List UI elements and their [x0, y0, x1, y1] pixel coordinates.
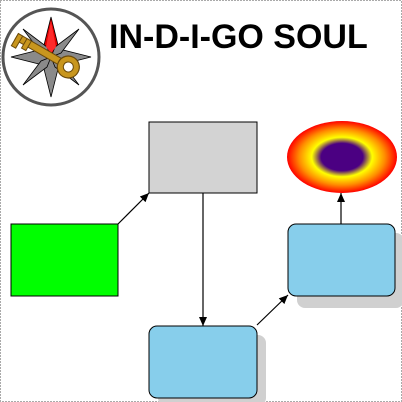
- start-box: [10, 223, 119, 297]
- diagram-title: IN-D-I-GO SOUL: [109, 18, 368, 56]
- compass-key-icon: [1, 7, 101, 107]
- gray-box: [148, 121, 258, 194]
- right-box: [287, 223, 402, 308]
- bottom-box: [148, 325, 266, 402]
- target-ellipse: [287, 121, 397, 193]
- key-icon: [10, 32, 80, 79]
- arrow-bottom-to-right: [256, 294, 289, 326]
- arrow-start-to-gray: [117, 192, 150, 225]
